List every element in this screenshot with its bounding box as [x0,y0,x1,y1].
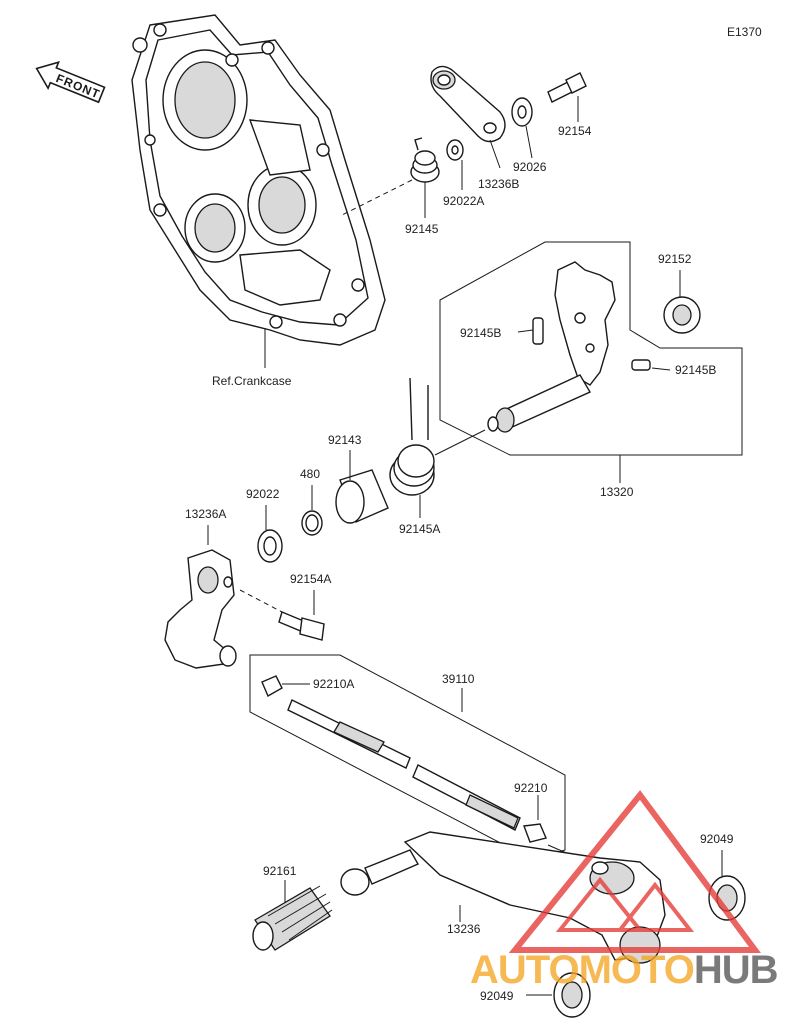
part-92154A-bolt [239,589,325,641]
label-92152: 92152 [658,252,692,266]
label-39110: 39110 [442,672,475,686]
label-92145B-left: 92145B [460,326,501,340]
part-39110-rod [249,654,579,859]
watermark-text-part1: AUTOMOTO [470,948,694,992]
label-480: 480 [300,467,320,481]
label-92210: 92210 [514,781,548,795]
label-92161: 92161 [263,864,297,878]
label-92154: 92154 [558,124,592,138]
part-92022-washer [257,505,283,563]
part-92049-seal-bottom [526,972,591,1018]
part-92145B-spring-left [517,317,544,345]
label-92049-right: 92049 [700,832,734,846]
label-92026: 92026 [513,160,547,174]
diagram-code: E1370 [727,25,762,39]
part-92026-washer [511,97,533,159]
part-92022A-washer [446,139,464,190]
label-13320: 13320 [600,485,634,499]
part-92152-collar [663,270,701,334]
part-92210-nut [523,823,547,843]
label-crankcase-ref: Ref.Crankcase [212,374,292,388]
part-480-circlip [301,485,323,536]
part-13320-shift-shaft [439,241,743,483]
svg-text:AUTOMOTOHUB: AUTOMOTOHUB [470,948,778,992]
label-13236B: 13236B [478,177,519,191]
label-92049-bottom: 92049 [480,989,514,1003]
part-13236B-lever [430,65,506,169]
part-92143-collar [335,450,389,524]
front-arrow-icon: FRONT [35,61,106,104]
label-92210A: 92210A [313,677,354,691]
label-92145: 92145 [405,222,439,236]
label-92022A: 92022A [443,194,484,208]
watermark-text-part2: HUB [694,948,778,992]
label-13236: 13236 [447,922,481,936]
part-92154-bolt [547,72,587,122]
label-92022: 92022 [246,487,280,501]
crankcase-drawing [131,14,386,368]
front-arrow-label: FRONT [54,71,102,101]
part-92210A-nut [261,675,283,697]
label-92145A: 92145A [399,522,440,536]
watermark-logo: AUTOMOTOHUB [470,790,779,992]
part-92145B-spring-right [631,359,671,371]
label-13236A: 13236A [185,507,226,521]
part-13236A-lever [164,525,237,669]
label-92154A: 92154A [290,572,331,586]
part-92145-spring [339,137,440,218]
part-92145A-spring [389,377,486,518]
label-92145B-right: 92145B [675,363,716,377]
part-92161-rubber [252,880,333,951]
watermark-triangle-icon [508,790,761,953]
label-92143: 92143 [328,433,362,447]
